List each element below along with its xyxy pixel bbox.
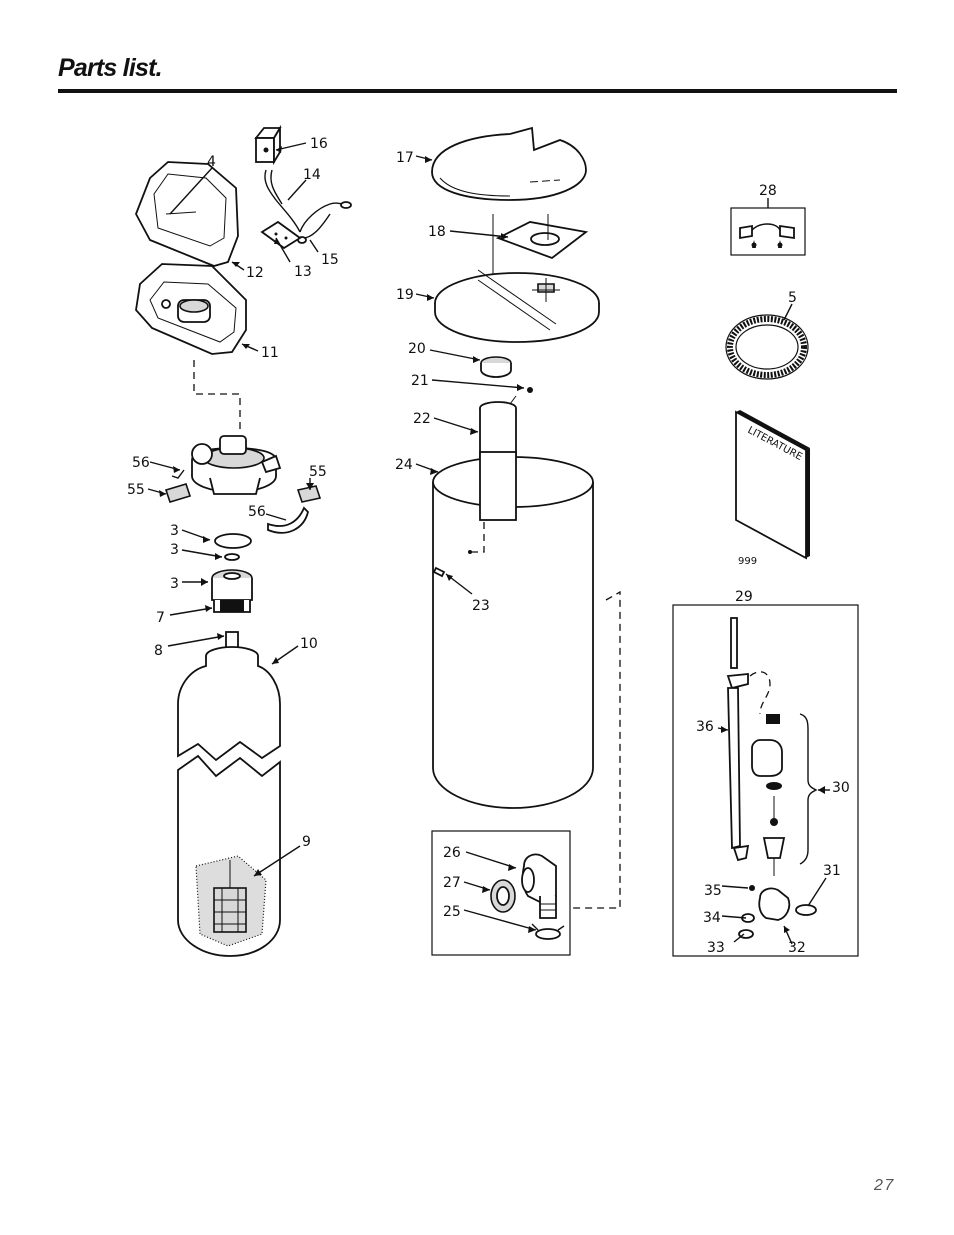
box-brine-valve-assembly — [672, 604, 859, 957]
callout-22: 22 — [413, 411, 431, 427]
callout-34: 34 — [703, 910, 721, 926]
box-elbow-kit — [431, 830, 571, 956]
callout-56-lower: 56 — [248, 504, 266, 520]
part-brine-tube-assembly — [726, 617, 817, 939]
callout-23: 23 — [472, 598, 490, 614]
callout-27: 27 — [443, 875, 461, 891]
part-overflow-screw — [432, 566, 446, 578]
part-overflow-elbow — [521, 853, 557, 919]
callout-56-upper: 56 — [132, 455, 150, 471]
callout-25: 25 — [443, 904, 461, 920]
callout-15: 15 — [321, 252, 339, 268]
callout-20: 20 — [408, 341, 426, 357]
callout-31: 31 — [823, 863, 841, 879]
callout-12: 12 — [246, 265, 264, 281]
callout-28: 28 — [759, 183, 777, 199]
part-o-ring-small — [224, 553, 240, 561]
part-base-housing — [135, 263, 247, 355]
part-hose-coil — [725, 314, 809, 380]
part-display-cover — [135, 161, 239, 267]
callout-7: 7 — [156, 610, 165, 626]
callout-labels: 4 16 14 13 15 12 11 56 55 55 56 3 3 3 7 … — [127, 136, 850, 956]
callout-999: 999 — [738, 556, 757, 567]
callout-3-c: 3 — [170, 576, 179, 592]
part-salt-lid-gasket — [495, 221, 589, 260]
part-literature: LITERATURE — [735, 410, 810, 560]
callout-32: 32 — [788, 940, 806, 956]
part-cabinet-lid — [431, 126, 587, 201]
callout-9: 9 — [302, 834, 311, 850]
part-mineral-tank — [177, 646, 281, 957]
leader-lines — [147, 142, 830, 945]
callout-3-b: 3 — [170, 542, 179, 558]
callout-55-left: 55 — [127, 482, 145, 498]
callout-16: 16 — [310, 136, 328, 152]
part-clip-left — [164, 483, 192, 503]
callout-21: 21 — [411, 373, 429, 389]
callout-10: 10 — [300, 636, 318, 652]
callout-8: 8 — [154, 643, 163, 659]
callout-14: 14 — [303, 167, 321, 183]
callout-17: 17 — [396, 150, 414, 166]
page-number: 27 — [874, 1177, 895, 1194]
title-rule — [58, 89, 897, 93]
callout-4: 4 — [207, 154, 216, 170]
part-adapter — [211, 569, 253, 613]
part-salt-storage-tank — [432, 451, 594, 809]
page-title: Parts list. — [58, 54, 163, 82]
part-bypass-clips — [739, 223, 795, 248]
bracket-30 — [799, 713, 818, 865]
part-transformer — [254, 124, 282, 166]
callout-13: 13 — [294, 264, 312, 280]
callout-3-a: 3 — [170, 523, 179, 539]
callout-11: 11 — [261, 345, 279, 361]
part-circuit-board — [260, 220, 302, 250]
callout-24: 24 — [395, 457, 413, 473]
part-o-ring-large — [214, 533, 252, 549]
part-grommet — [490, 879, 516, 913]
callout-30: 30 — [832, 780, 850, 796]
callout-26: 26 — [443, 845, 461, 861]
callout-29: 29 — [735, 589, 753, 605]
callout-33: 33 — [707, 940, 725, 956]
callout-18: 18 — [428, 224, 446, 240]
part-hose-clamp — [531, 923, 565, 940]
callout-5: 5 — [788, 290, 797, 306]
callout-35: 35 — [704, 883, 722, 899]
callout-55-right: 55 — [309, 464, 327, 480]
part-bracket — [267, 506, 309, 534]
callout-19: 19 — [396, 287, 414, 303]
callout-36: 36 — [696, 719, 714, 735]
part-clip-right — [296, 485, 322, 503]
part-salt-lid — [434, 269, 600, 343]
part-screw — [527, 387, 533, 393]
part-control-valve — [171, 435, 282, 495]
